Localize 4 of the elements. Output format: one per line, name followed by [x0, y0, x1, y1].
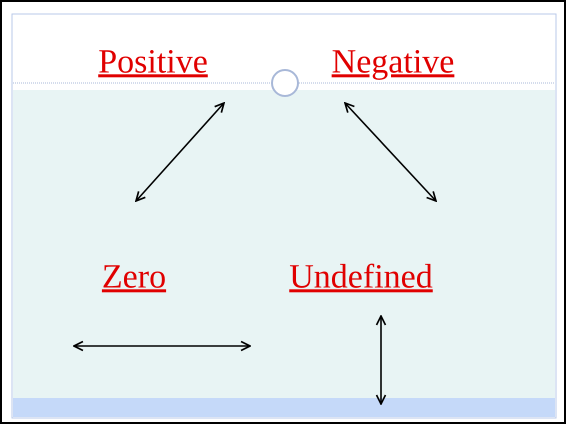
slope-label: Zero — [102, 258, 166, 296]
slope-label: Undefined — [289, 258, 433, 296]
slope-label: Negative — [332, 43, 454, 81]
slope-label: Positive — [98, 43, 208, 81]
